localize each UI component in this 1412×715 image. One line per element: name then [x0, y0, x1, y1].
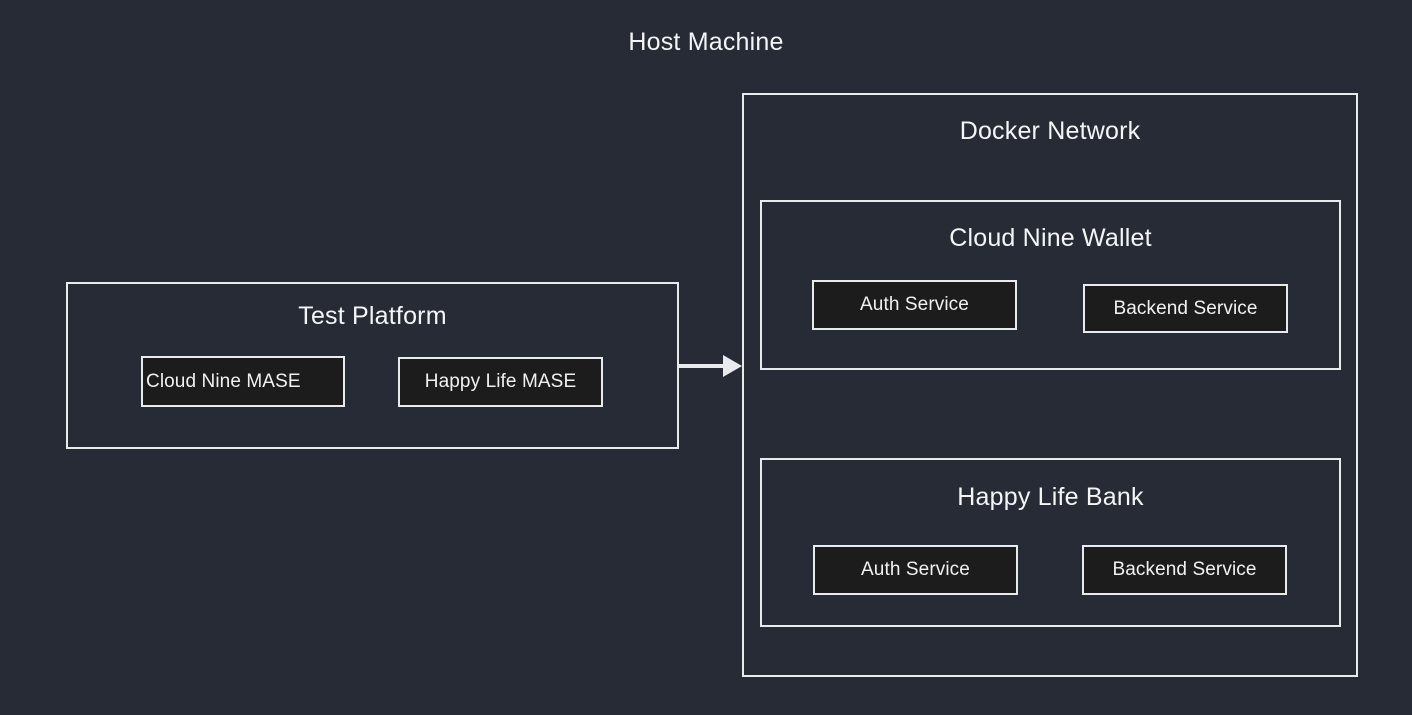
group-happy-life-bank: Happy Life Bank: [760, 458, 1341, 627]
node-happy-life-bank-auth-service[interactable]: Auth Service: [813, 545, 1018, 595]
group-title-happy-life-bank: Happy Life Bank: [957, 483, 1144, 511]
group-title-docker-network: Docker Network: [959, 117, 1141, 145]
node-cloud-nine-wallet-backend-service[interactable]: Backend Service: [1083, 284, 1288, 333]
group-cloud-nine-wallet: Cloud Nine Wallet: [760, 200, 1341, 370]
group-title-test-platform: Test Platform: [298, 302, 447, 330]
arrowhead-icon: [723, 355, 742, 377]
node-cloud-nine-mase[interactable]: Cloud Nine MASE: [141, 356, 345, 407]
connector-test-platform-to-docker-network: [679, 355, 742, 377]
group-test-platform: Test Platform: [66, 282, 679, 449]
node-happy-life-mase[interactable]: Happy Life MASE: [398, 357, 603, 407]
group-docker-network: Docker Network: [742, 93, 1358, 677]
node-cloud-nine-wallet-auth-service[interactable]: Auth Service: [812, 280, 1017, 330]
connector-line: [679, 364, 724, 368]
diagram-title: Host Machine: [628, 28, 784, 56]
node-happy-life-bank-backend-service[interactable]: Backend Service: [1082, 545, 1287, 595]
group-title-cloud-nine-wallet: Cloud Nine Wallet: [949, 224, 1152, 252]
